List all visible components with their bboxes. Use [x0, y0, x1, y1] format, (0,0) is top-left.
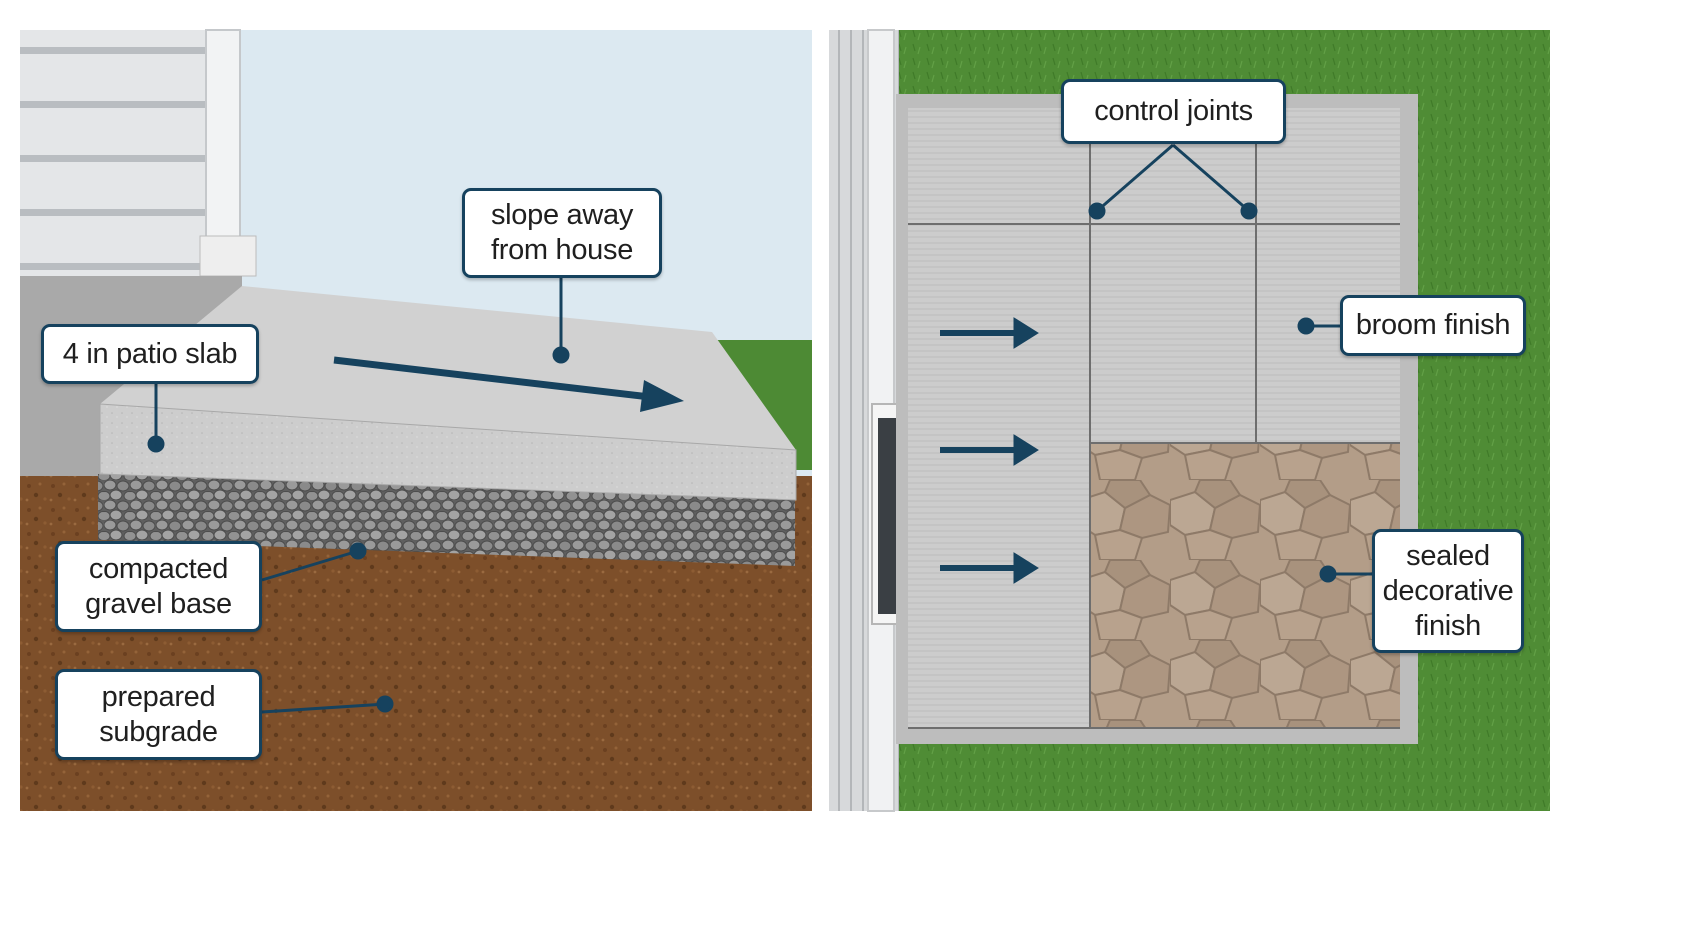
leader-dot-joints-right	[1240, 202, 1258, 220]
slab-front-face	[99, 403, 797, 501]
leader-dot-slope	[552, 346, 570, 364]
gravel-base-layer	[98, 474, 795, 566]
leader-dot-slab	[147, 435, 165, 453]
drainage-arrows	[940, 317, 1039, 584]
leader-lines	[147, 143, 1372, 714]
cross-section-panel	[20, 29, 812, 811]
label-patio-slab: 4 in patio slab	[41, 324, 259, 384]
drainage-arrow-head	[1013, 552, 1039, 584]
label-control-joints: control joints	[1061, 79, 1286, 144]
drainage-arrow-head	[1013, 434, 1039, 466]
decorative-finish-area	[1090, 443, 1400, 728]
leader-joints-left	[1096, 143, 1174, 213]
leader-subgrade	[261, 702, 386, 714]
plan-view-panel	[829, 29, 1550, 812]
leader-dot-subgrade	[376, 695, 394, 713]
drainage-arrow-head	[1013, 317, 1039, 349]
leader-dot-joints-left	[1088, 202, 1106, 220]
leader-dot-sealed	[1319, 565, 1337, 583]
label-sealed-decorative-finish: sealed decorative finish	[1372, 529, 1524, 653]
leader-joints-right	[1172, 143, 1250, 213]
sill-trim	[199, 235, 257, 277]
label-slope-away: slope away from house	[462, 188, 662, 278]
slab-top-surface	[100, 286, 796, 450]
leader-dot-broom	[1297, 317, 1315, 335]
slope-arrow-head	[640, 380, 684, 412]
patio-door-glass	[878, 418, 896, 614]
label-prepared-subgrade: prepared subgrade	[55, 669, 262, 760]
slope-arrow-shaft	[333, 356, 651, 401]
leader-gravel	[261, 549, 359, 582]
label-gravel-base: compacted gravel base	[55, 541, 262, 632]
leader-dot-gravel	[349, 542, 367, 560]
label-broom-finish: broom finish	[1340, 295, 1526, 356]
